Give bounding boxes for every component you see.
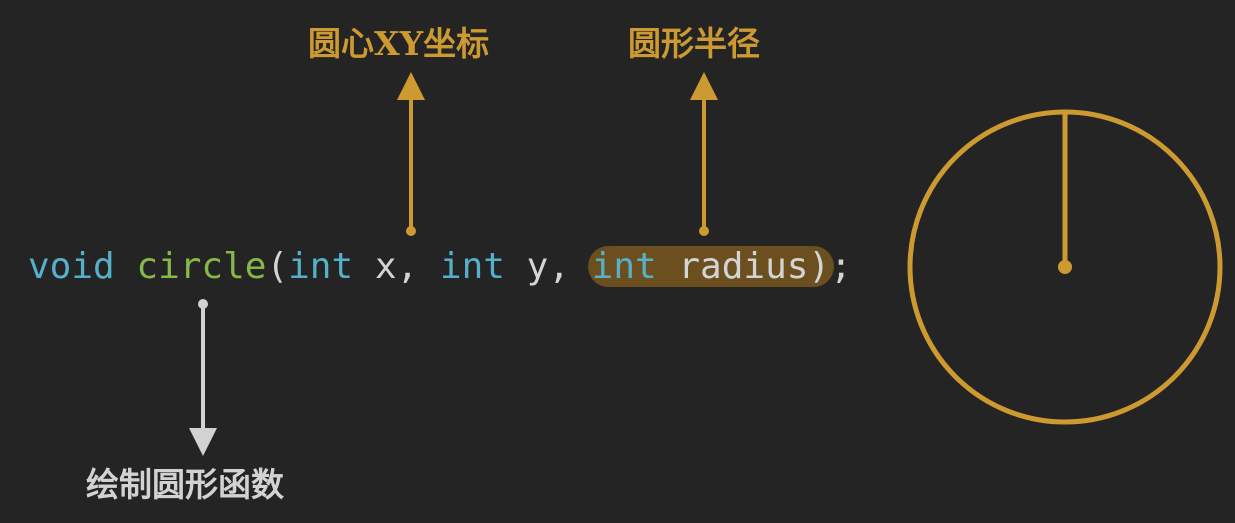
arrow-function (189, 299, 217, 456)
arrow-xy (397, 72, 425, 236)
function-name: circle (136, 246, 267, 287)
x-parameter: x, (374, 246, 419, 287)
void-keyword: void (28, 246, 115, 287)
semicolon: ; (830, 246, 852, 287)
code-line: void circle(int x, int y, int radius); (28, 244, 852, 290)
arrow-radius (690, 72, 718, 236)
radius-highlight: int radius) (587, 246, 835, 287)
radius-parameter: radius) (678, 246, 831, 287)
function-label: 绘制圆形函数 (86, 465, 284, 504)
circle-illustration (907, 109, 1223, 425)
radius-label: 圆形半径 (628, 24, 760, 63)
xy-coordinate-label: 圆心XY坐标 (308, 24, 490, 63)
int-keyword-y: int (439, 246, 505, 287)
y-parameter: y, (526, 246, 570, 287)
center-point (1058, 260, 1072, 274)
open-paren: ( (266, 246, 289, 287)
int-keyword-radius: int (591, 246, 657, 287)
int-keyword-x: int (288, 246, 354, 287)
